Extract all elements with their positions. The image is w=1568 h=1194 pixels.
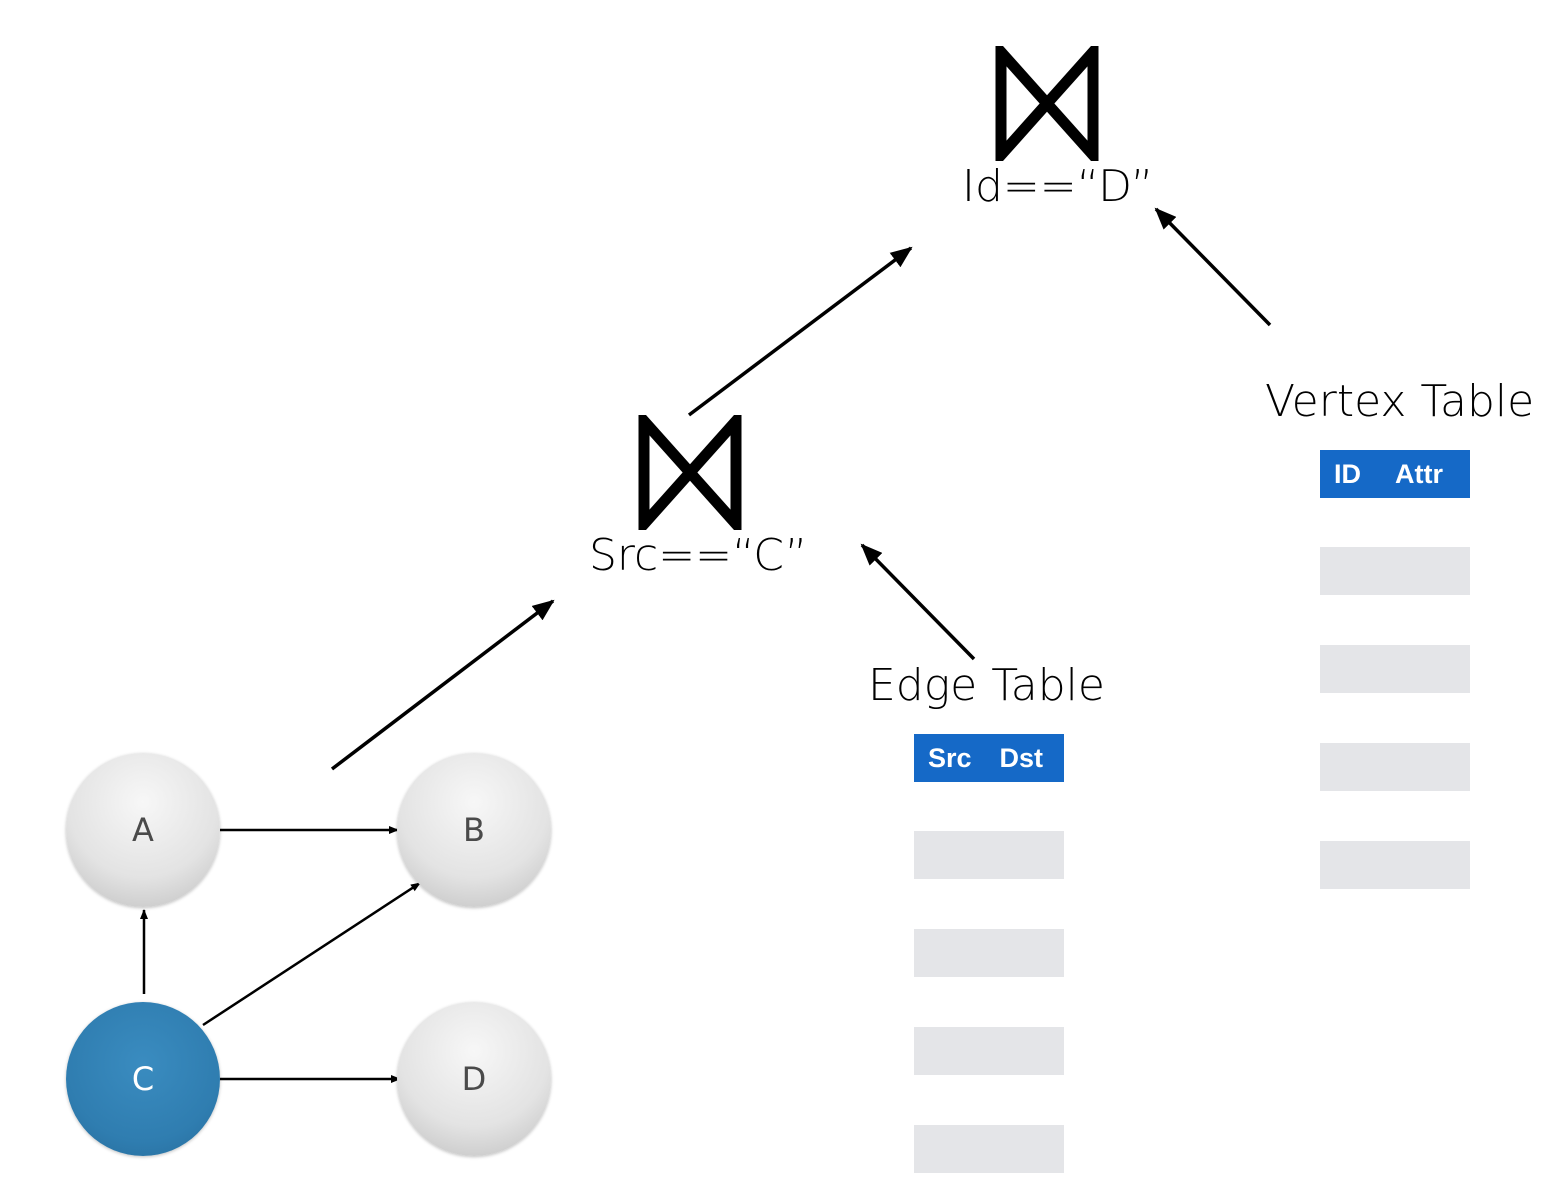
column-header-src: Src (928, 742, 972, 773)
graph-node-label: B (463, 811, 485, 849)
edge-table-row (914, 1125, 1064, 1173)
column-header-dst: Dst (999, 742, 1044, 773)
edge-table-row (914, 929, 1064, 977)
graph-node-label: C (131, 1060, 155, 1098)
vertex-table-row (1320, 547, 1470, 595)
vertex-table-row (1320, 841, 1470, 889)
join-condition-id: Id==“D” (962, 161, 1154, 212)
join-condition-src: Src==“C” (589, 530, 808, 581)
graph-node-d: D (397, 1002, 551, 1156)
graph-node-label: D (461, 1060, 487, 1098)
arrow-edge-table-to-first-join (860, 543, 976, 661)
edge-c-to-b (202, 881, 421, 1027)
vertex-table-row (1320, 743, 1470, 791)
bowtie-join-icon (995, 46, 1099, 161)
vertex-table-title: Vertex Table (1265, 376, 1535, 427)
column-header-id: ID (1334, 458, 1361, 489)
vertex-table-row (1320, 645, 1470, 693)
arrow-vertex-table-to-second-join (1154, 207, 1272, 327)
column-header-attr: Attr (1395, 458, 1443, 489)
graph-node-b: B (397, 753, 551, 907)
edge-table-header: Src Dst (914, 734, 1064, 782)
graph-node-c: C (66, 1002, 220, 1156)
graph-node-a: A (66, 753, 220, 907)
vertex-table-header: ID Attr (1320, 450, 1470, 498)
graph-node-label: A (132, 811, 154, 849)
edge-table-row (914, 1027, 1064, 1075)
arrow-first-join-to-second-join (687, 246, 913, 417)
edge-table-row (914, 831, 1064, 879)
arrow-graph-to-first-join (330, 599, 555, 771)
bowtie-join-icon (638, 415, 742, 530)
edge-table-title: Edge Table (868, 660, 1105, 711)
